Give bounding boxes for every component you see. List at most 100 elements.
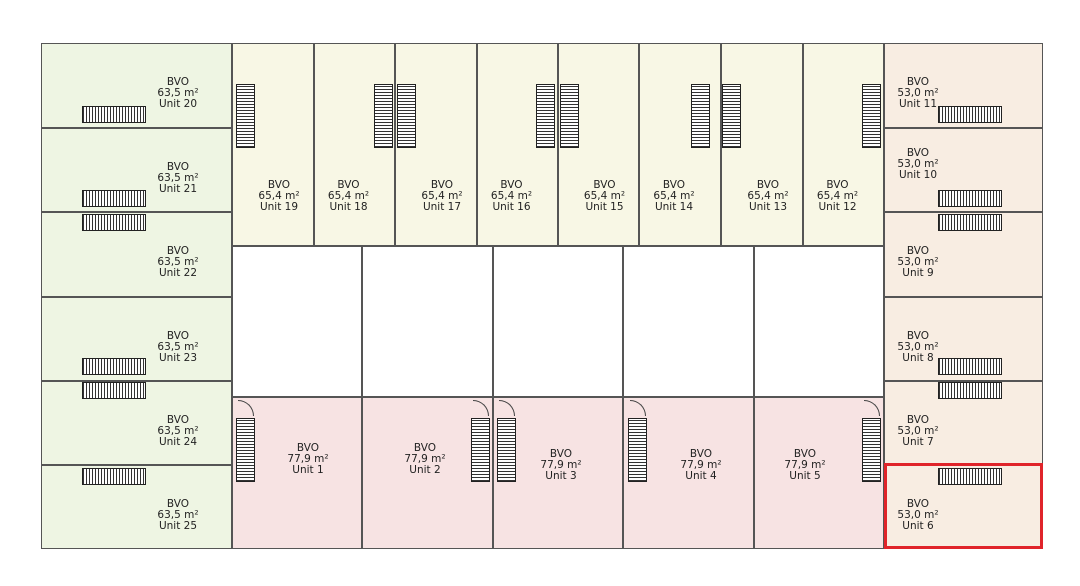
unit-area: 63,5 m² (157, 87, 199, 99)
unit-area: 65,4 m² (327, 190, 370, 202)
unit-type: BVO (906, 330, 930, 342)
unit-name: Unit 11 (898, 98, 938, 110)
unit-type: BVO (500, 179, 523, 191)
unit-name: Unit 3 (545, 470, 577, 482)
staircase-icon (862, 84, 881, 148)
corridor-space (232, 246, 362, 397)
unit-area: 77,9 m² (404, 453, 446, 465)
unit-type: BVO (267, 179, 291, 191)
unit-name: Unit 10 (898, 169, 938, 181)
unit-type: BVO (756, 179, 780, 191)
unit-name: Unit 21 (158, 183, 198, 195)
unit-type: BVO (166, 161, 190, 173)
unit-name: Unit 17 (422, 201, 462, 213)
unit-name: Unit 23 (158, 352, 198, 364)
unit-area: 63,5 m² (157, 172, 199, 184)
unit-area: 53,0 m² (897, 158, 939, 170)
staircase-icon (938, 358, 1002, 375)
staircase-icon (938, 190, 1002, 207)
unit-area: 65,4 m² (258, 190, 300, 202)
unit-name: Unit 20 (158, 98, 198, 110)
staircase-icon (236, 84, 255, 148)
unit-name: Unit 24 (158, 436, 198, 448)
unit-area: 53,0 m² (897, 256, 939, 268)
unit-type: BVO (296, 442, 320, 454)
staircase-icon (82, 358, 146, 375)
unit-type: BVO (906, 76, 930, 88)
staircase-icon (82, 468, 146, 485)
unit-type: BVO (906, 245, 930, 257)
unit-area: 77,9 m² (784, 459, 826, 471)
unit-type: BVO (906, 498, 930, 510)
unit-type: BVO (430, 179, 454, 191)
unit-area: 53,0 m² (897, 425, 939, 437)
corridor-space (754, 246, 884, 397)
unit-name: Unit 4 (685, 470, 717, 482)
unit-area: 53,0 m² (897, 341, 939, 353)
unit-area: 63,5 m² (157, 425, 199, 437)
unit-area: 77,9 m² (540, 459, 582, 471)
unit-type: BVO (593, 179, 616, 191)
unit-name: Unit 8 (902, 352, 934, 364)
unit-name: Unit 16 (492, 201, 531, 213)
unit-area: 63,5 m² (157, 509, 199, 521)
staircase-icon (628, 418, 647, 482)
staircase-icon (236, 418, 255, 482)
unit-type: BVO (549, 448, 573, 460)
unit-type: BVO (906, 147, 930, 159)
unit-area: 53,0 m² (897, 87, 939, 99)
corridor-space (362, 246, 493, 397)
unit-name: Unit 1 (292, 464, 324, 476)
unit-area: 63,5 m² (157, 341, 199, 353)
unit-type: BVO (793, 448, 817, 460)
staircase-icon (471, 418, 490, 482)
unit-name: Unit 5 (789, 470, 821, 482)
staircase-icon (82, 214, 146, 231)
unit-type: BVO (413, 442, 437, 454)
staircase-icon (497, 418, 516, 482)
unit-name: Unit 19 (259, 201, 299, 213)
staircase-icon (722, 84, 741, 148)
staircase-icon (374, 84, 393, 148)
unit-type: BVO (166, 76, 190, 88)
unit-area: 77,9 m² (680, 459, 722, 471)
unit-type: BVO (166, 330, 190, 342)
unit-type: BVO (166, 245, 190, 257)
selected-unit-highlight (884, 463, 1043, 549)
unit-type: BVO (826, 179, 849, 191)
unit-type: BVO (166, 414, 190, 426)
unit-name: Unit 9 (902, 267, 934, 279)
unit-type: BVO (166, 498, 190, 510)
staircase-icon (82, 382, 146, 399)
unit-name: Unit 12 (818, 201, 857, 213)
unit-type: BVO (662, 179, 686, 191)
unit-name: Unit 22 (158, 267, 198, 279)
unit-name: Unit 2 (409, 464, 441, 476)
unit-name: Unit 7 (902, 436, 934, 448)
staircase-icon (938, 214, 1002, 231)
staircase-icon (560, 84, 579, 148)
unit-area: 77,9 m² (287, 453, 329, 465)
unit-area: 63,5 m² (157, 256, 199, 268)
